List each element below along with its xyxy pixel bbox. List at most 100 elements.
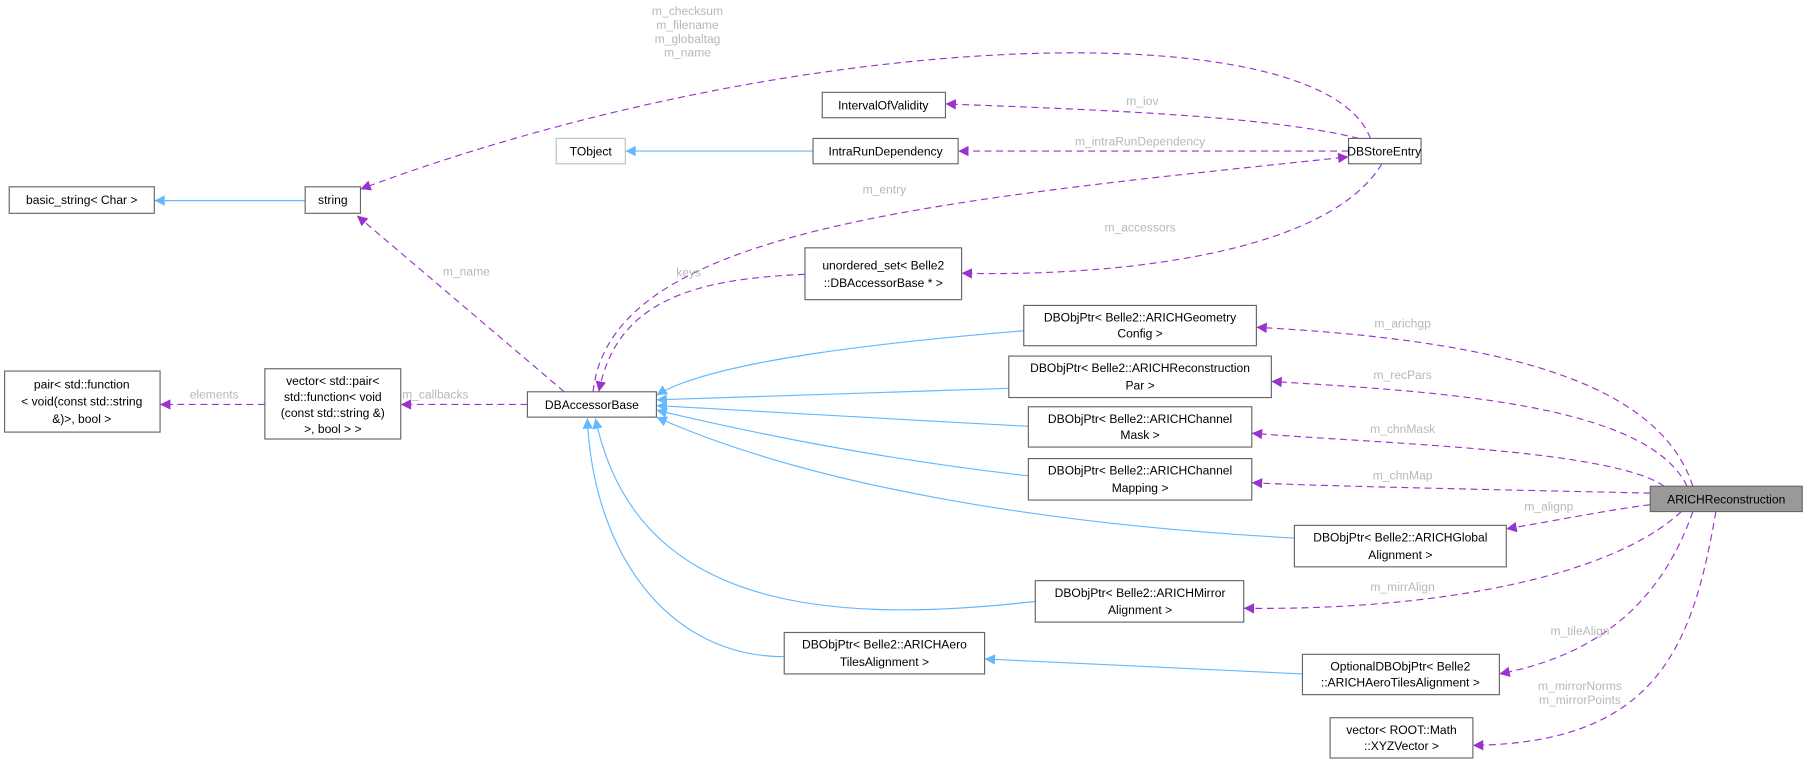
svg-text:Alignment >: Alignment > [1108,603,1172,617]
edge-unordered-set-dbaccessor [595,273,805,392]
label-filename: m_filename [656,18,719,32]
label-mirralign: m_mirrAlign [1370,580,1434,594]
svg-text:DBObjPtr< Belle2::ARICHGeometr: DBObjPtr< Belle2::ARICHGeometry [1044,311,1237,325]
edge-dbstore-interval [945,99,1360,139]
svg-text:>, bool > >: >, bool > > [304,422,361,436]
svg-text:DBObjPtr< Belle2::ARICHAero: DBObjPtr< Belle2::ARICHAero [802,638,967,652]
label-chnmap: m_chnMap [1373,468,1433,482]
label-keys: keys [676,266,701,280]
svg-text:Config >: Config > [1117,327,1162,341]
node-vector-xyz[interactable]: vector< ROOT::Math::XYZVector > [1329,717,1474,759]
edge-global-dbaccessor [656,416,1295,539]
svg-text:TObject: TObject [570,145,613,159]
svg-text:IntraRunDependency: IntraRunDependency [828,145,943,159]
svg-text:DBAccessorBase: DBAccessorBase [545,398,639,412]
node-optional-dbobjptr[interactable]: OptionalDBObjPtr< Belle2::ARICHAeroTiles… [1301,653,1500,696]
label-accessors: m_accessors [1104,221,1175,235]
node-dbaccessor-base[interactable]: DBAccessorBase [526,391,657,418]
label-elements: elements [190,388,239,402]
edge-arich-optional [1499,511,1694,678]
node-arich-reconstruction: ARICHReconstruction [1649,485,1803,513]
node-dbobjptr-aerotiles-alignment[interactable]: DBObjPtr< Belle2::ARICHAeroTilesAlignmen… [783,631,986,675]
edge-labels: m_checksum m_filename m_globaltag m_name… [190,4,1622,707]
edge-arich-xyz [1472,511,1717,751]
svg-text:ARICHReconstruction: ARICHReconstruction [1667,492,1785,506]
edge-mask-dbaccessor [656,401,1029,427]
node-string[interactable]: string [304,186,362,214]
edge-dbstore-unordered-set [961,163,1383,279]
node-basic-string[interactable]: basic_string< Char > [8,186,155,214]
svg-text:DBStoreEntry: DBStoreEntry [1347,145,1422,159]
svg-text:DBObjPtr< Belle2::ARICHChannel: DBObjPtr< Belle2::ARICHChannel [1048,412,1232,426]
node-tobject[interactable]: TObject [555,137,626,165]
svg-text:vector< std::pair<: vector< std::pair< [286,374,379,388]
edge-recpar-dbaccessor [656,387,1009,405]
svg-text:::ARICHAeroTilesAlignment >: ::ARICHAeroTilesAlignment > [1321,676,1480,690]
label-mirrorpoints: m_mirrorPoints [1539,693,1621,707]
edge-arich-global [1506,504,1651,533]
label-chnmask: m_chnMask [1370,422,1436,436]
svg-text:unordered_set< Belle2: unordered_set< Belle2 [822,259,944,273]
label-entry: m_entry [863,183,908,197]
svg-text:basic_string< Char >: basic_string< Char > [26,193,137,207]
edge-geometry-dbaccessor [656,330,1024,396]
edge-mapping-dbaccessor [656,407,1029,477]
edge-arich-mapping [1251,478,1651,494]
label-iov: m_iov [1126,94,1158,108]
svg-text:DBObjPtr< Belle2::ARICHChannel: DBObjPtr< Belle2::ARICHChannel [1048,464,1232,478]
svg-text:&)>, bool >: &)>, bool > [52,412,111,426]
svg-text:Par >: Par > [1125,378,1154,392]
svg-text:Alignment >: Alignment > [1368,548,1432,562]
node-intrarun-dependency[interactable]: IntraRunDependency [812,137,959,165]
edge-mirror-dbaccessor [592,418,1036,611]
label-intrarun: m_intraRunDependency [1075,134,1206,148]
svg-text:DBObjPtr< Belle2::ARICHMirror: DBObjPtr< Belle2::ARICHMirror [1055,586,1226,600]
svg-text:TilesAlignment >: TilesAlignment > [840,655,929,669]
edge-arich-geometry [1256,322,1694,487]
label-alignp: m_alignp [1524,499,1573,513]
label-mirrornorms: m_mirrorNorms [1538,679,1622,693]
node-pair[interactable]: pair< std::function< void(const std::str… [4,370,161,433]
edge-optional-aerotiles [984,654,1303,675]
edge-arich-mask [1251,428,1665,487]
label-name-store: m_name [664,46,711,60]
svg-text:std::function< void: std::function< void [284,390,382,404]
svg-text:string: string [318,193,348,207]
node-dbobjptr-recpar[interactable]: DBObjPtr< Belle2::ARICHReconstructionPar… [1008,355,1272,399]
svg-text:(const std::string &): (const std::string &) [281,406,385,420]
edge-dbaccessor-dbstore [592,152,1349,392]
svg-text:< void(const std::string: < void(const std::string [21,395,142,409]
svg-text:OptionalDBObjPtr< Belle2: OptionalDBObjPtr< Belle2 [1330,659,1470,673]
edge-arich-recpar [1271,376,1688,487]
label-globaltag: m_globaltag [655,32,721,46]
svg-text:IntervalOfValidity: IntervalOfValidity [838,99,929,113]
node-interval-of-validity[interactable]: IntervalOfValidity [821,91,947,119]
edge-aerotiles-dbaccessor [582,418,785,658]
label-arichgp: m_arichgp [1374,316,1431,330]
svg-text:vector< ROOT::Math: vector< ROOT::Math [1346,723,1456,737]
node-vector-pair[interactable]: vector< std::pair<std::function< void(co… [264,368,402,440]
edge-arich-mirror [1243,511,1682,614]
node-dbstore-entry[interactable]: DBStoreEntry [1347,137,1422,165]
label-recpars: m_recPars [1373,368,1431,382]
svg-text:Mapping >: Mapping > [1112,481,1169,495]
label-callbacks: m_callbacks [402,388,468,402]
svg-text:DBObjPtr< Belle2::ARICHGlobal: DBObjPtr< Belle2::ARICHGlobal [1313,530,1487,544]
label-tilealign: m_tileAlign [1550,624,1609,638]
label-checksum: m_checksum [652,4,723,18]
inheritance-edges [154,145,1303,675]
node-unordered-set[interactable]: unordered_set< Belle2::DBAccessorBase * … [804,247,963,301]
edge-dbaccessor-string [356,215,565,393]
svg-text:::DBAccessorBase * >: ::DBAccessorBase * > [824,276,943,290]
usage-edges [160,52,1717,751]
svg-text:pair< std::function: pair< std::function [34,377,130,391]
svg-text:DBObjPtr< Belle2::ARICHReconst: DBObjPtr< Belle2::ARICHReconstruction [1030,361,1250,375]
svg-text:::XYZVector >: ::XYZVector > [1364,739,1439,753]
label-name: m_name [443,264,490,278]
